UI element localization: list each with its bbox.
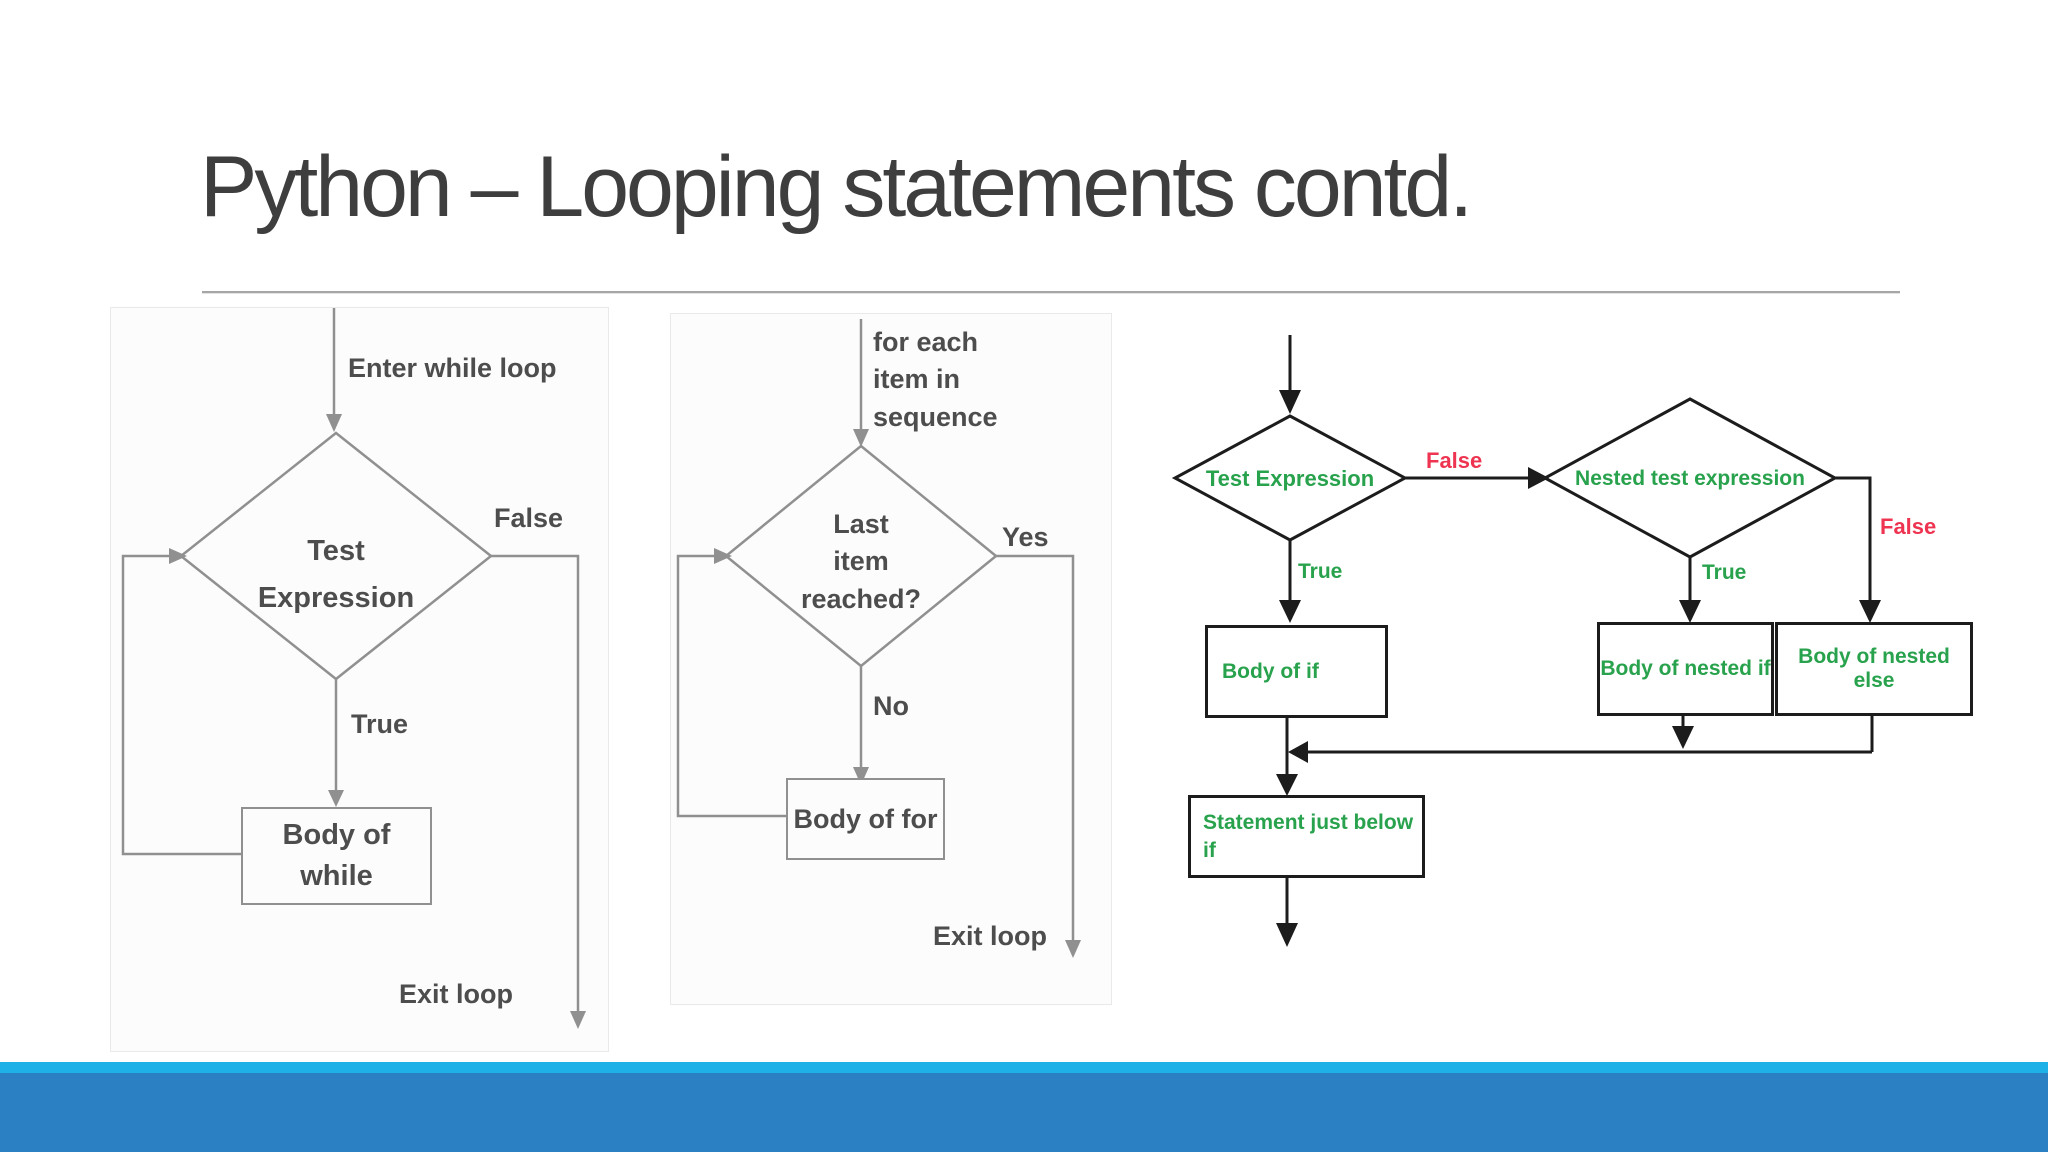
arrowheads — [714, 429, 1081, 958]
outer-decision-text: Test Expression — [1205, 466, 1375, 491]
inner-true-label: True — [1702, 561, 1747, 584]
for-entry-label: for each item in sequence — [873, 327, 998, 432]
footer-band — [0, 1073, 2048, 1152]
statement-below-if-box: Statement just below if — [1188, 795, 1425, 878]
while-flowchart-connectors — [121, 308, 586, 1029]
nested-if-connectors — [1171, 335, 1881, 947]
while-body-box: Body of while — [241, 807, 432, 905]
body-of-nested-else-text: Body of nested else — [1798, 645, 1950, 692]
for-body-text: Body of for — [793, 803, 938, 834]
for-flowchart-connectors — [676, 319, 1081, 958]
for-yes-label: Yes — [1002, 522, 1049, 552]
while-exit-label: Exit loop — [399, 979, 513, 1009]
nested-decision-diamond — [1541, 397, 1839, 559]
outer-false-label: False — [1426, 448, 1483, 473]
statement-below-if-text: Statement just below if — [1203, 811, 1414, 862]
flow-lines — [121, 308, 580, 1013]
while-false-label: False — [494, 503, 564, 533]
arrowheads — [1276, 390, 1881, 947]
footer-accent-strip — [0, 1062, 2048, 1073]
for-decision-diamond — [724, 444, 998, 668]
flow-lines — [1285, 335, 1874, 925]
outer-decision-diamond — [1171, 414, 1409, 542]
while-decision-text: Test Expression — [257, 535, 415, 614]
for-flowchart-panel: for each item in sequence Last item reac… — [670, 313, 1112, 1005]
while-true-label: True — [351, 709, 409, 739]
while-flowchart-panel: Enter while loop False Test Expression T… — [110, 307, 609, 1052]
nested-decision-text: Nested test expression — [1575, 467, 1805, 490]
body-of-nested-if-box: Body of nested if — [1597, 622, 1774, 716]
for-no-label: No — [873, 691, 909, 721]
outer-true-label: True — [1298, 560, 1343, 583]
for-decision-text: Last item reached? — [800, 509, 922, 614]
title-divider — [202, 291, 1900, 294]
for-body-box: Body of for — [786, 778, 945, 860]
flow-lines — [676, 319, 1075, 942]
body-of-if-text: Body of if — [1222, 659, 1319, 683]
inner-false-label: False — [1880, 514, 1937, 539]
body-of-if-box: Body of if — [1205, 625, 1388, 718]
nested-if-flowchart: Test Expression Nested test expression F… — [1140, 330, 2030, 960]
for-exit-label: Exit loop — [933, 921, 1047, 951]
while-entry-label: Enter while loop — [348, 353, 557, 383]
slide-title: Python – Looping statements contd. — [200, 139, 1473, 235]
while-decision-diamond — [178, 431, 494, 681]
while-body-text: Body of while — [282, 818, 391, 892]
arrowheads — [169, 414, 586, 1029]
body-of-nested-if-text: Body of nested if — [1600, 657, 1771, 680]
body-of-nested-else-box: Body of nested else — [1775, 622, 1973, 716]
